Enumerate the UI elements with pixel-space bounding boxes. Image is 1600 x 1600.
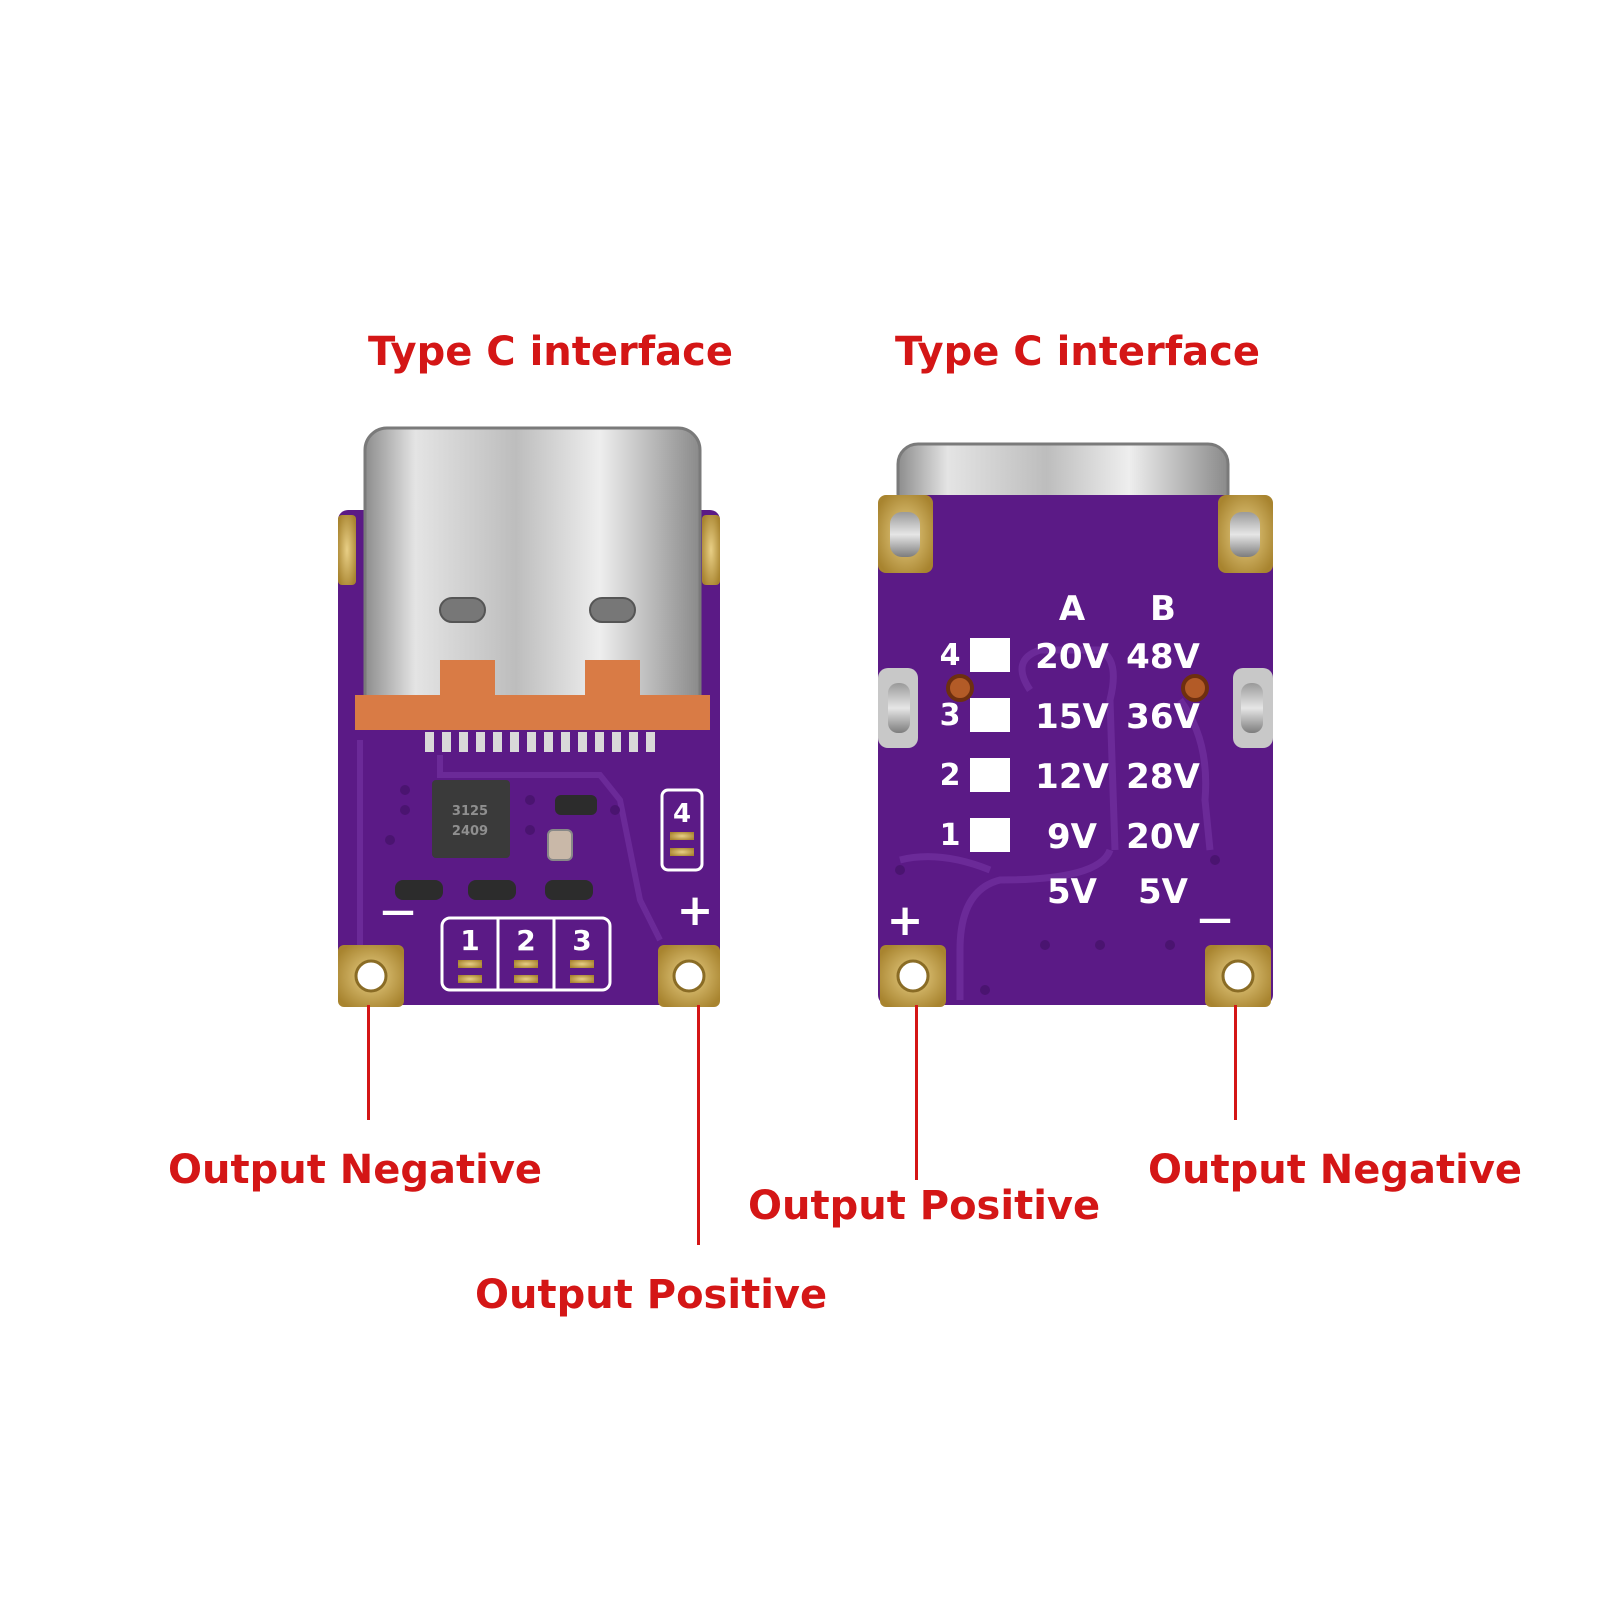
back-row-a-value: 20V [1035,637,1109,677]
front-smd-component-3 [395,880,443,900]
back-row-a-value: 15V [1035,697,1109,737]
back-row-1: 1 9V 20V [940,817,1201,857]
front-usb-c-connector [363,426,702,722]
front-output-positive-label: Output Positive [475,1272,828,1318]
front-side-tab-left [338,515,356,585]
back-row-b-value: 28V [1126,757,1200,797]
back-row-3: 3 15V 36V [940,697,1201,737]
front-smd-component-1 [555,795,597,815]
front-output-positive-hole [672,959,706,993]
front-chip-marking-1: 3125 [452,804,488,819]
front-vias [385,785,620,845]
back-output-positive-label: Output Positive [748,1183,1101,1229]
front-negative-leader [367,1005,370,1120]
front-top-label: Type C interface [368,329,733,375]
back-row-num: 3 [940,698,961,733]
back-output-negative-hole [1221,959,1255,993]
back-row-b-value: 20V [1126,817,1200,857]
front-silk-minus: — [381,891,415,931]
back-col-b-header: B [1150,589,1176,629]
front-connector-pins [425,732,655,752]
back-jumper-pad [970,758,1010,792]
front-silk-plus: + [677,885,714,936]
front-connector-slot-right [589,597,636,623]
back-traces [899,646,1214,1000]
front-jumper-1-label: 1 [460,924,479,957]
back-row-a-value: 12V [1035,757,1109,797]
front-jumper-group: 1 2 3 [440,916,612,992]
back-row-b-value: 48V [1126,637,1200,677]
back-tab-mid-left [888,683,910,733]
back-jumper-pad [970,698,1010,732]
front-chip-marking-2: 2409 [452,824,488,839]
back-row-2: 2 12V 28V [940,757,1201,797]
back-output-negative-label: Output Negative [1148,1147,1523,1193]
back-row-a-value: 9V [1047,817,1098,857]
back-row-num: 1 [940,818,961,853]
front-jumper-2-label: 2 [516,924,535,957]
back-mounting-hole-left [946,674,974,702]
back-default-b: 5V [1138,872,1189,912]
back-silk-plus: + [887,895,924,946]
back-jumper-pad [970,818,1010,852]
front-smd-component-2 [547,829,573,861]
front-output-negative-label: Output Negative [168,1147,543,1193]
front-smd-component-5 [545,880,593,900]
front-jumper-4-pad-bottom [670,848,694,856]
back-row-num: 2 [940,758,961,793]
back-top-label: Type C interface [895,329,1260,375]
front-connector-insulator [355,660,710,730]
front-connector-slot-left [439,597,486,623]
back-tab-top-left [890,512,920,557]
back-positive-leader [915,1005,918,1180]
front-jumper-3-label: 3 [572,924,591,957]
back-row-4: 4 20V 48V [940,637,1201,677]
front-jumper-4-pad-top [670,832,694,840]
back-tab-mid-right [1241,683,1263,733]
front-positive-leader [697,1005,700,1245]
back-col-a-header: A [1059,589,1086,629]
front-output-negative-hole [354,959,388,993]
back-row-b-value: 36V [1126,697,1200,737]
back-pcb [878,495,1273,1005]
back-tab-top-right [1230,512,1260,557]
back-default-a: 5V [1047,872,1098,912]
front-jumper-4-box [660,788,704,872]
front-ic-chip [432,780,510,858]
back-vias [895,855,1220,995]
front-trace-1 [437,755,663,942]
front-board: 3125 2409 4 1 2 3 — + [338,426,720,1007]
back-silk-minus: — [1198,899,1232,939]
back-jumper-pad [970,638,1010,672]
back-negative-leader [1234,1005,1237,1120]
back-row-num: 4 [940,638,961,673]
front-jumper-4-label: 4 [673,799,691,829]
back-mounting-hole-right [1181,674,1209,702]
back-output-positive-hole [896,959,930,993]
front-side-tab-right [702,515,720,585]
front-smd-component-4 [468,880,516,900]
back-board: A B 4 20V 48V 3 15V 36V 2 12V 28V 1 9V 2… [878,442,1273,1007]
